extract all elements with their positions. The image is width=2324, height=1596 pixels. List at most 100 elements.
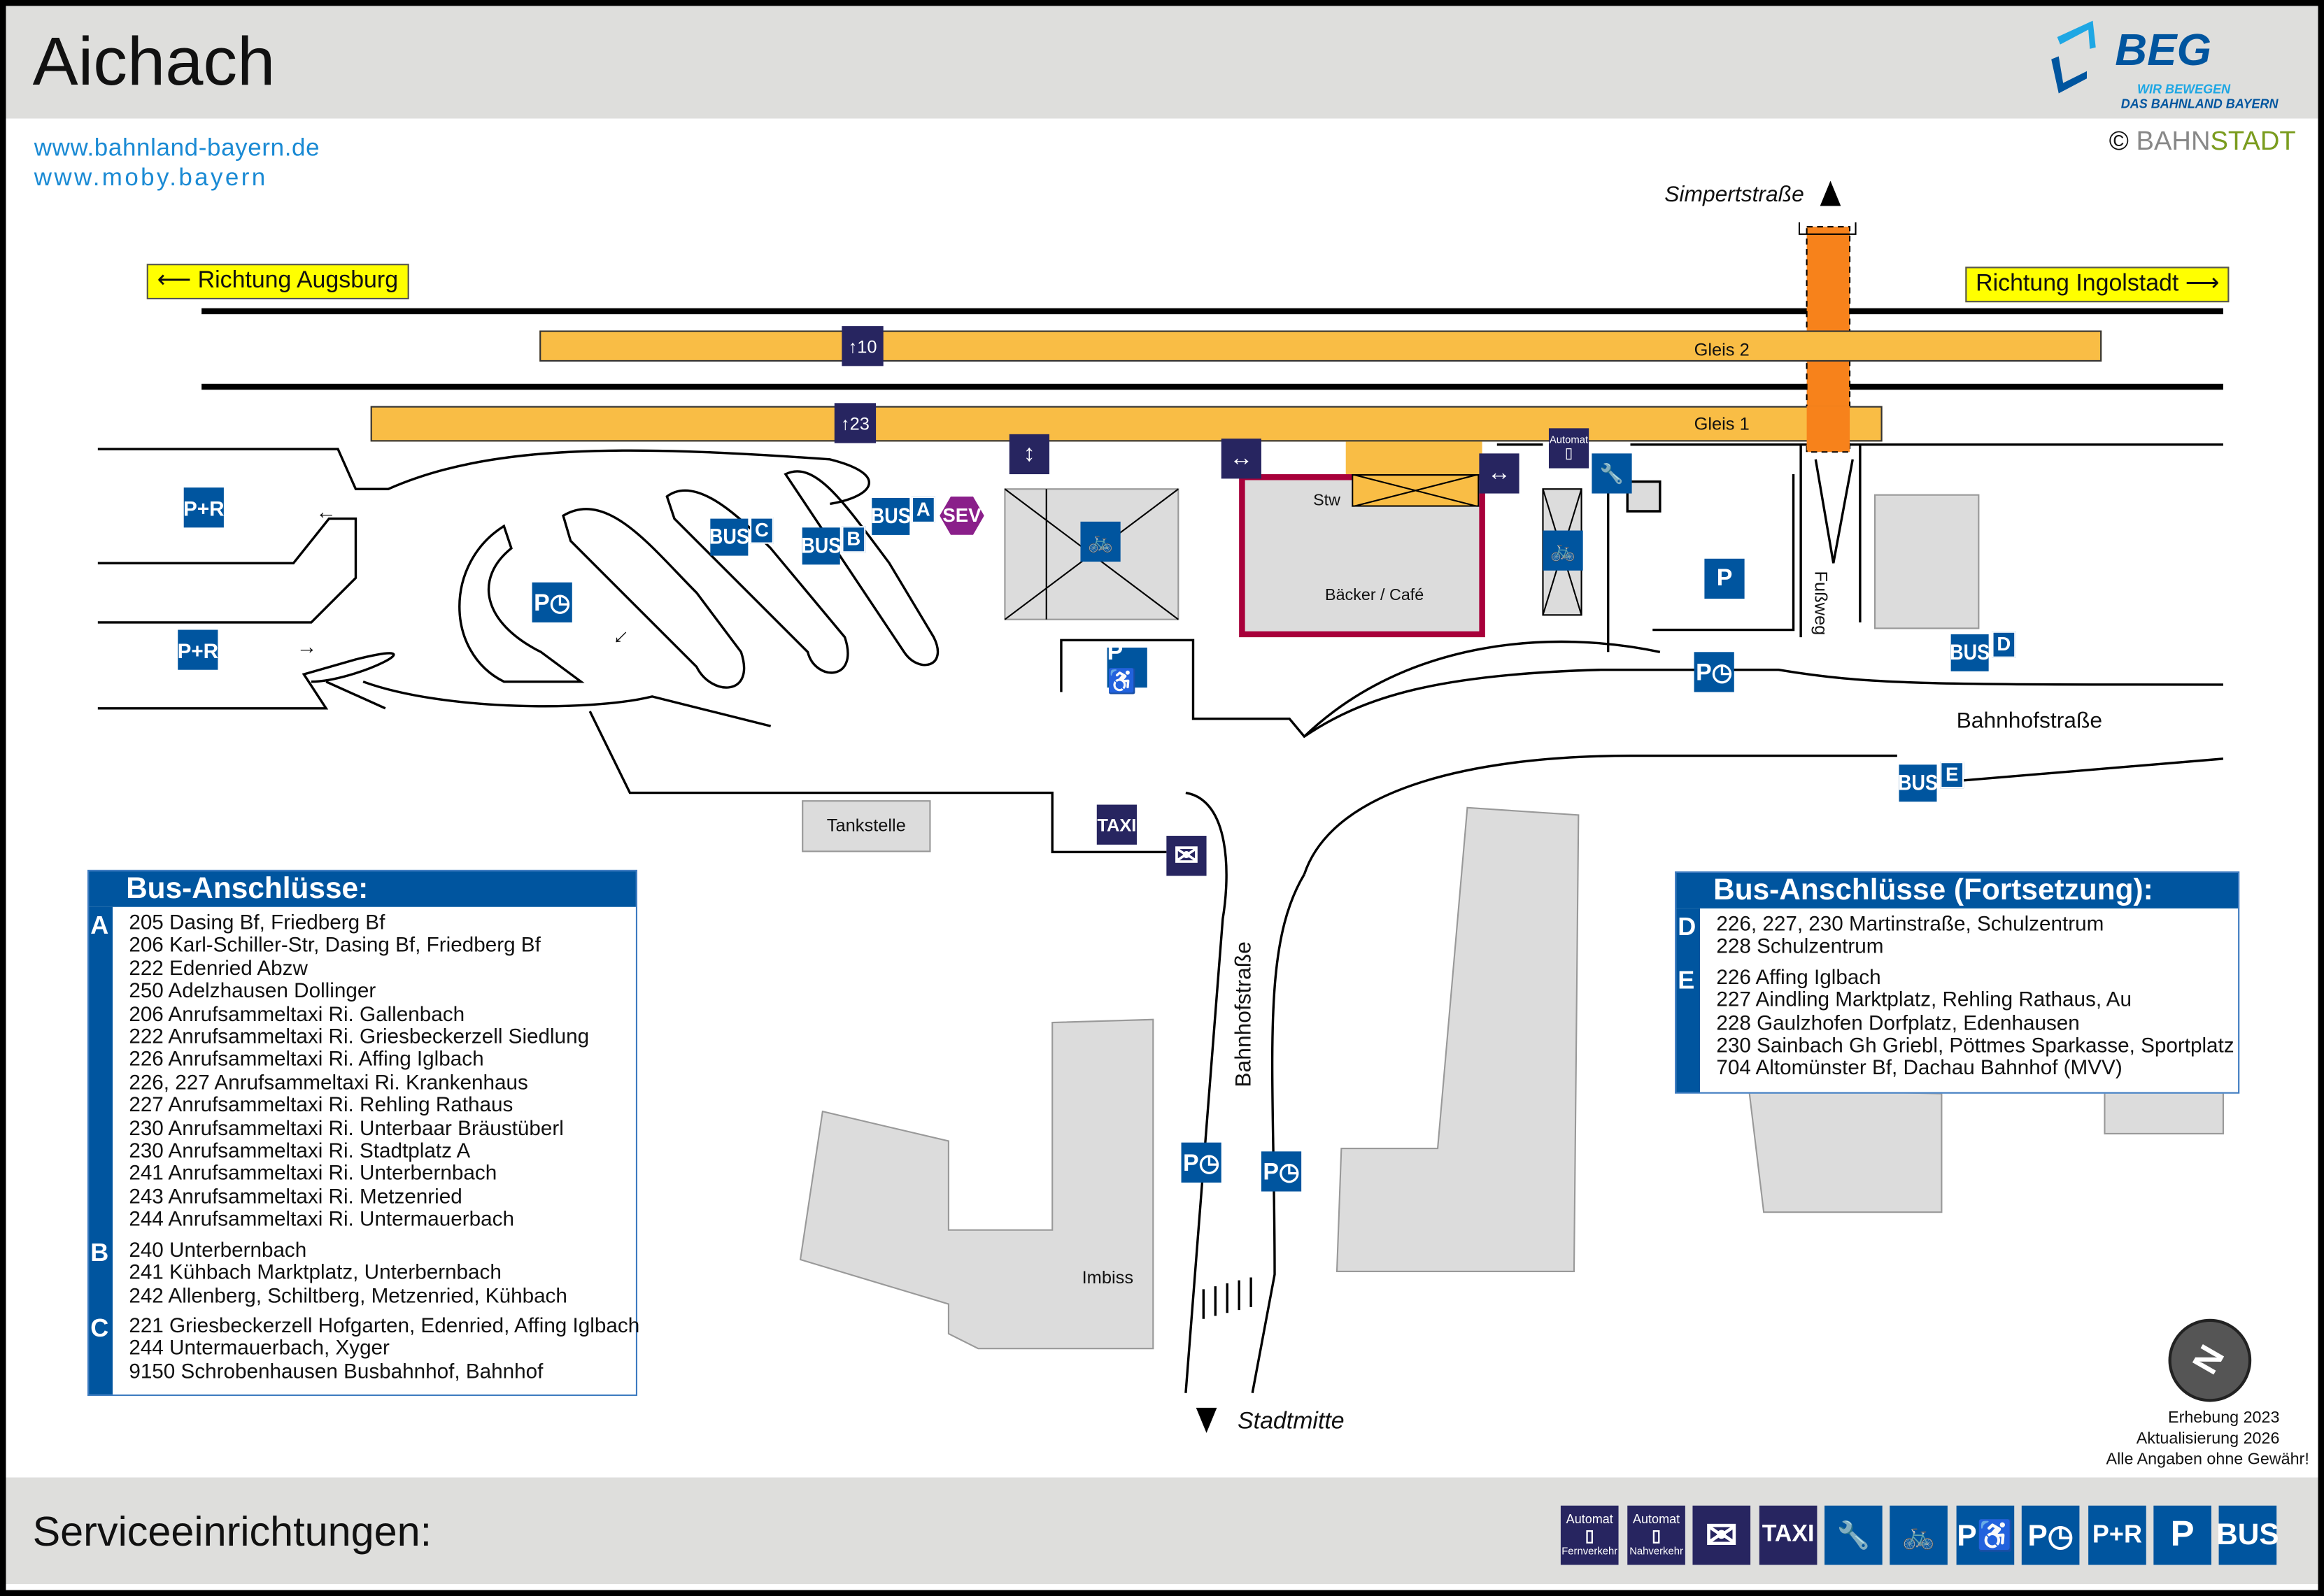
street-bahnhofstrasse-vertical: Bahnhofstraße	[1231, 941, 1256, 1088]
platform-gleis-2: Gleis 2	[539, 330, 2102, 362]
bus-line-item: 704 Altomünster Bf, Dachau Bahnhof (MVV)	[1716, 1055, 2123, 1080]
bus-line-item: 250 Adelzhausen Dollinger	[129, 978, 376, 1002]
bus-line-item: 226, 227, 230 Martinstraße, Schulzentrum	[1716, 911, 2104, 935]
legend-short-term-parking-icon: P◷	[2021, 1505, 2080, 1565]
bus-stop-letter: E	[1678, 966, 1695, 995]
building-tankstelle: Tankstelle	[802, 800, 931, 853]
bus-stop-d-letter: D	[1992, 631, 2016, 658]
parking-icon: P	[1704, 558, 1745, 599]
park-and-ride-icon: P+R	[178, 629, 218, 670]
bahnstadt-brand-b: STADT	[2210, 126, 2296, 156]
bus-line-item: 206 Karl-Schiller-Str, Dasing Bf, Friedb…	[129, 932, 541, 957]
bus-stop-b-letter: B	[842, 526, 866, 553]
short-term-parking-icon: P◷	[1261, 1151, 1302, 1192]
legend-bike-parking-icon: 🚲	[1890, 1505, 1948, 1565]
bus-line-item: 230 Anrufsammeltaxi Ri. Unterbaar Bräust…	[129, 1115, 564, 1139]
beg-logo-mark-icon	[2051, 20, 2096, 94]
bus-line-item: 222 Edenried Abzw	[129, 955, 308, 980]
bus-panel-side-bar	[89, 906, 113, 1395]
bridge-overlay	[1806, 406, 1850, 451]
bus-stop-a-letter: A	[911, 496, 935, 523]
bahnstadt-brand-a: BAHN	[2136, 126, 2211, 156]
page-title: Aichach	[32, 22, 276, 99]
bus-line-item: 226 Affing Iglbach	[1716, 964, 1881, 988]
bus-line-item: 244 Anrufsammeltaxi Ri. Untermauerbach	[129, 1206, 514, 1231]
disabled-parking-icon: P♿	[1107, 639, 1147, 694]
cafe-label: Bäcker / Café	[1325, 587, 1424, 605]
stairs-vertical-icon: ↕	[1009, 434, 1049, 475]
bus-line-item: 228 Gaulzhofen Dorfplatz, Edenhausen	[1716, 1010, 2080, 1034]
mailbox-icon: ✉	[1166, 836, 1207, 876]
legend-ticket-machine-long-distance-icon: Automat▯Fernverkehr	[1560, 1505, 1619, 1565]
legend-ticket-machine-regional-icon: Automat▯Nahverkehr	[1627, 1505, 1685, 1565]
bus-line-item: 230 Anrufsammeltaxi Ri. Stadtplatz A	[129, 1138, 471, 1162]
bus-line-item: 241 Anrufsammeltaxi Ri. Unterbernbach	[129, 1161, 497, 1185]
copyright-symbol: ©	[2109, 126, 2129, 156]
legend-parking-icon: P	[2153, 1505, 2211, 1565]
sign-track-23: ↑23	[834, 403, 877, 443]
bus-line-item: 242 Allenberg, Schiltberg, Metzenried, K…	[129, 1282, 567, 1306]
imbiss-label: Imbiss	[1082, 1267, 1134, 1288]
bus-stop-e-icon: BUS	[1898, 764, 1938, 802]
sev-rail-replacement-icon: SEV	[940, 496, 984, 535]
bus-line-item: 240 Unterbernbach	[129, 1237, 307, 1261]
update-date: Aktualisierung 2026	[2136, 1430, 2280, 1448]
bus-line-item: 221 Griesbeckerzell Hofgarten, Edenried,…	[129, 1313, 640, 1337]
bus-stop-c-letter: C	[750, 517, 774, 544]
bus-line-item: 227 Aindling Marktplatz, Rehling Rathaus…	[1716, 987, 2132, 1011]
bus-stop-c-icon: BUS	[709, 518, 749, 556]
bahnstadt-copyright: © BAHNSTADT	[2109, 126, 2296, 157]
link-moby[interactable]: www.moby.bayern	[34, 164, 268, 192]
legend-taxi-icon: TAXI	[1759, 1505, 1818, 1565]
street-simpertstrasse: Simpertstraße	[1664, 182, 1804, 208]
bike-parking-icon: 🚲	[1080, 521, 1121, 562]
platform-gleis-1: Gleis 1	[370, 406, 1883, 442]
bike-parking-icon: 🚲	[1543, 530, 1583, 571]
bus-line-item: 244 Untermauerbach, Xyger	[129, 1335, 390, 1360]
short-term-parking-icon: P◷	[532, 582, 572, 622]
stw-crossed-area	[1352, 474, 1480, 507]
legend-bus-icon: BUS	[2216, 1505, 2279, 1565]
bus-stop-e-letter: E	[1940, 762, 1964, 789]
direction-ingolstadt: Richtung Ingolstadt ⟶	[1965, 266, 2230, 303]
beg-tagline-1: WIR BEWEGEN	[2137, 81, 2231, 97]
link-bahnland[interactable]: www.bahnland-bayern.de	[34, 134, 320, 162]
header-band	[6, 6, 2318, 119]
bus-line-item: 226 Anrufsammeltaxi Ri. Affing Iglbach	[129, 1046, 484, 1071]
map-notes: Erhebung 2023 Aktualisierung 2026 Alle A…	[1864, 1408, 2309, 1470]
arrow-right-icon: →	[296, 634, 318, 658]
legend-mailbox-icon: ✉	[1692, 1505, 1751, 1565]
bus-stop-b-icon: BUS	[801, 527, 841, 565]
bus-panel-side-bar	[1676, 908, 1701, 1092]
ticket-machine-icon[interactable]: Automat▯	[1548, 428, 1589, 469]
bus-panel-continued-title: Bus-Anschlüsse (Fortsetzung):	[1676, 873, 2239, 909]
bus-stop-d-icon: BUS	[1950, 634, 1990, 671]
bus-line-item: 230 Sainbach Gh Griebl, Pöttmes Sparkass…	[1716, 1032, 2234, 1057]
gleis-2-label: Gleis 2	[1694, 339, 1750, 360]
short-term-parking-icon: P◷	[1181, 1142, 1221, 1183]
gleis-1-label: Gleis 1	[1694, 413, 1750, 434]
passage-arrow-icon: ↔	[1221, 439, 1261, 479]
bus-line-item: 243 Anrufsammeltaxi Ri. Metzenried	[129, 1183, 462, 1208]
bike-service-icon: 🔧	[1592, 453, 1632, 494]
footpath-label: Fußweg	[1811, 571, 1831, 636]
bus-stop-a-icon: BUS	[871, 497, 911, 535]
survey-date: Erhebung 2023	[2168, 1409, 2280, 1427]
legend-disabled-parking-icon: P♿	[1956, 1505, 2015, 1565]
park-and-ride-icon: P+R	[183, 487, 225, 528]
legend-bike-service-icon: 🔧	[1825, 1505, 1883, 1565]
bus-panel-title: Bus-Anschlüsse:	[89, 871, 636, 907]
direction-stadtmitte: Stadtmitte	[1238, 1409, 1345, 1435]
bus-line-item: 226, 227 Anrufsammeltaxi Ri. Krankenhaus	[129, 1069, 528, 1094]
taxi-icon: TAXI	[1096, 804, 1137, 845]
beg-tagline-2: DAS BAHNLAND BAYERN	[2120, 96, 2279, 111]
legend-park-and-ride-icon: P+R	[2088, 1505, 2146, 1565]
